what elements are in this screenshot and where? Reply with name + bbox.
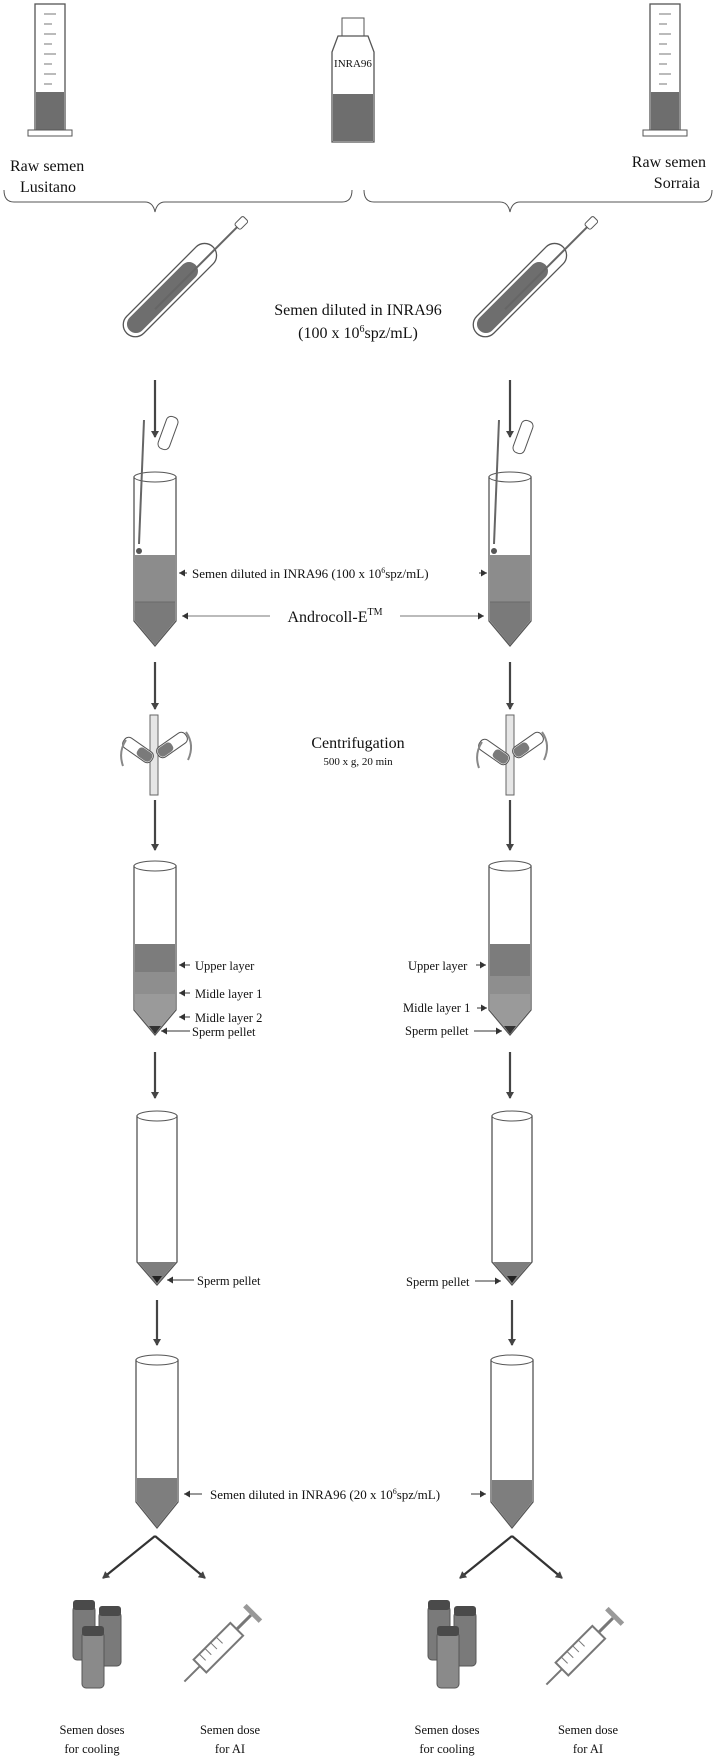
left-sperm-pellet: Sperm pellet xyxy=(192,1025,256,1039)
step2-medium-label: Androcoll-ETM xyxy=(288,607,383,626)
left-ai-caption-line2: for AI xyxy=(215,1742,245,1756)
syringe-icon-right xyxy=(545,1606,625,1686)
step1-label-line1: Semen diluted in INRA96 xyxy=(274,302,442,319)
centrifuge-icon-right xyxy=(476,714,548,796)
separated-tube-right xyxy=(488,860,532,1037)
dilution-tube-left xyxy=(122,216,249,338)
left-ai-caption-line1: Semen dose xyxy=(200,1723,261,1737)
left-cooling-caption-line2: for cooling xyxy=(64,1742,120,1756)
step6-dilution-label: Semen diluted in INRA96 (20 x 106spz/mL) xyxy=(210,1487,440,1502)
right-ai-caption-line2: for AI xyxy=(573,1742,603,1756)
right-step5-sperm-pellet: Sperm pellet xyxy=(406,1275,470,1289)
left-step5-sperm-pellet: Sperm pellet xyxy=(197,1274,261,1288)
right-source-label-line1: Raw semen xyxy=(632,154,706,171)
step1-label-line2: (100 x 106spz/mL) xyxy=(298,324,418,342)
centrifuge-icon-left xyxy=(120,714,192,796)
right-layer-upper: Upper layer xyxy=(408,959,468,973)
left-brace xyxy=(3,189,353,213)
step2-dilution-label: Semen diluted in INRA96 (100 x 106spz/mL… xyxy=(192,566,429,581)
right-ai-caption-line1: Semen dose xyxy=(558,1723,619,1737)
centrifugation-title: Centrifugation xyxy=(311,735,404,752)
left-source-label-line2: Lusitano xyxy=(20,179,76,196)
right-cooling-caption-line2: for cooling xyxy=(419,1742,475,1756)
gradient-tube-left xyxy=(133,415,179,648)
left-layer-upper: Upper layer xyxy=(195,959,255,973)
graduated-cylinder-right xyxy=(642,3,688,137)
right-source-label-line2: Sorraia xyxy=(654,175,700,192)
right-layer-middle-1: Midle layer 1 xyxy=(403,1001,470,1015)
gradient-tube-right xyxy=(488,419,534,648)
syringe-icon-left xyxy=(183,1603,263,1683)
pellet-tube-right xyxy=(491,1110,533,1286)
final-tube-right xyxy=(490,1354,534,1530)
final-tube-left xyxy=(135,1354,179,1530)
right-cooling-caption-line1: Semen doses xyxy=(415,1723,480,1737)
inra96-bottle: INRA96 xyxy=(331,17,375,143)
pellet-tube-left xyxy=(136,1110,178,1286)
separated-tube-left xyxy=(133,860,177,1037)
split-arrows-right xyxy=(459,1535,563,1579)
centrifugation-params: 500 x g, 20 min xyxy=(323,756,393,768)
bottle-label: INRA96 xyxy=(334,58,372,70)
left-layer-middle-1: Midle layer 1 xyxy=(195,987,262,1001)
vials-icon-left xyxy=(72,1600,122,1689)
left-layer-middle-2: Midle layer 2 xyxy=(195,1011,262,1025)
left-cooling-caption-line1: Semen doses xyxy=(60,1723,125,1737)
right-brace xyxy=(363,189,713,213)
dilution-tube-right xyxy=(472,216,599,338)
left-source-label-line1: Raw semen xyxy=(10,158,84,175)
right-sperm-pellet: Sperm pellet xyxy=(405,1024,469,1038)
split-arrows-left xyxy=(102,1535,206,1579)
graduated-cylinder-left xyxy=(27,3,73,137)
vials-icon-right xyxy=(427,1600,477,1689)
